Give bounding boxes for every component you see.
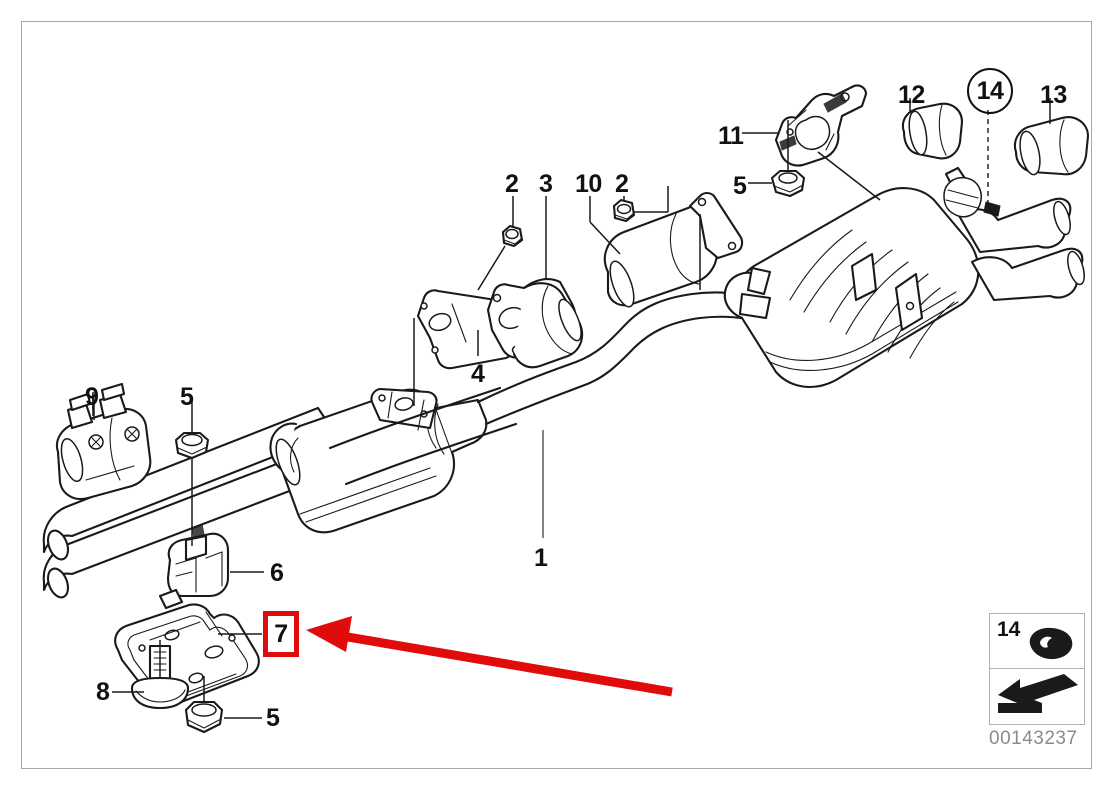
legend-number: 14 — [997, 618, 1021, 641]
front-pipes-group — [42, 406, 329, 599]
callout-2-left: 2 — [505, 170, 519, 198]
part-12-tailpipe-tip — [901, 102, 964, 160]
center-silencer — [269, 387, 488, 534]
rear-muffler — [723, 166, 1085, 388]
legend-cell-clamp: 14 — [990, 614, 1084, 669]
part-5-nut-bottom — [184, 700, 224, 734]
part-2-nut-right — [612, 198, 636, 223]
part-9-sleeve-clamp — [55, 382, 152, 501]
callout-10: 10 — [575, 170, 602, 198]
tailpipe-clamp-14 — [943, 166, 1001, 218]
part-10-pipe-section — [603, 191, 744, 308]
callout-1: 1 — [534, 544, 548, 572]
callout-14-circled: 14 — [967, 68, 1013, 114]
callout-5-top: 5 — [733, 172, 747, 200]
callout-2-right: 2 — [615, 170, 629, 198]
callout-6: 6 — [270, 559, 284, 587]
part-11-rear-hanger-bracket — [774, 84, 868, 167]
callout-11: 11 — [718, 122, 744, 150]
part-5-nut-mid — [174, 431, 210, 460]
part-5-nut-top — [770, 169, 806, 198]
callout-8: 8 — [96, 678, 110, 706]
callout-5-bottom: 5 — [266, 704, 280, 732]
part-3-pipe-section — [486, 278, 584, 369]
callout-3: 3 — [539, 170, 553, 198]
callout-7-highlighted: 7 — [263, 611, 299, 657]
part-number-label: 00143237 — [989, 728, 1078, 749]
callout-4: 4 — [471, 360, 485, 388]
arrow-direction-icon — [998, 674, 1078, 713]
callout-9: 9 — [85, 383, 99, 411]
callout-12: 12 — [898, 81, 925, 109]
callout-5-mid: 5 — [180, 383, 194, 411]
part-2-nut-left — [501, 224, 524, 248]
callout-13: 13 — [1040, 81, 1067, 109]
part-6-rubber-mount — [166, 523, 230, 598]
part-13-tailpipe-tip — [1013, 116, 1090, 176]
center-exhaust-pipe — [328, 291, 786, 486]
red-highlight-arrow — [306, 616, 673, 697]
legend-cell-arrow — [990, 669, 1084, 724]
flange-assembly-group — [416, 191, 744, 370]
exhaust-clamp-icon — [1029, 627, 1073, 660]
legend-box: 14 — [989, 613, 1085, 725]
